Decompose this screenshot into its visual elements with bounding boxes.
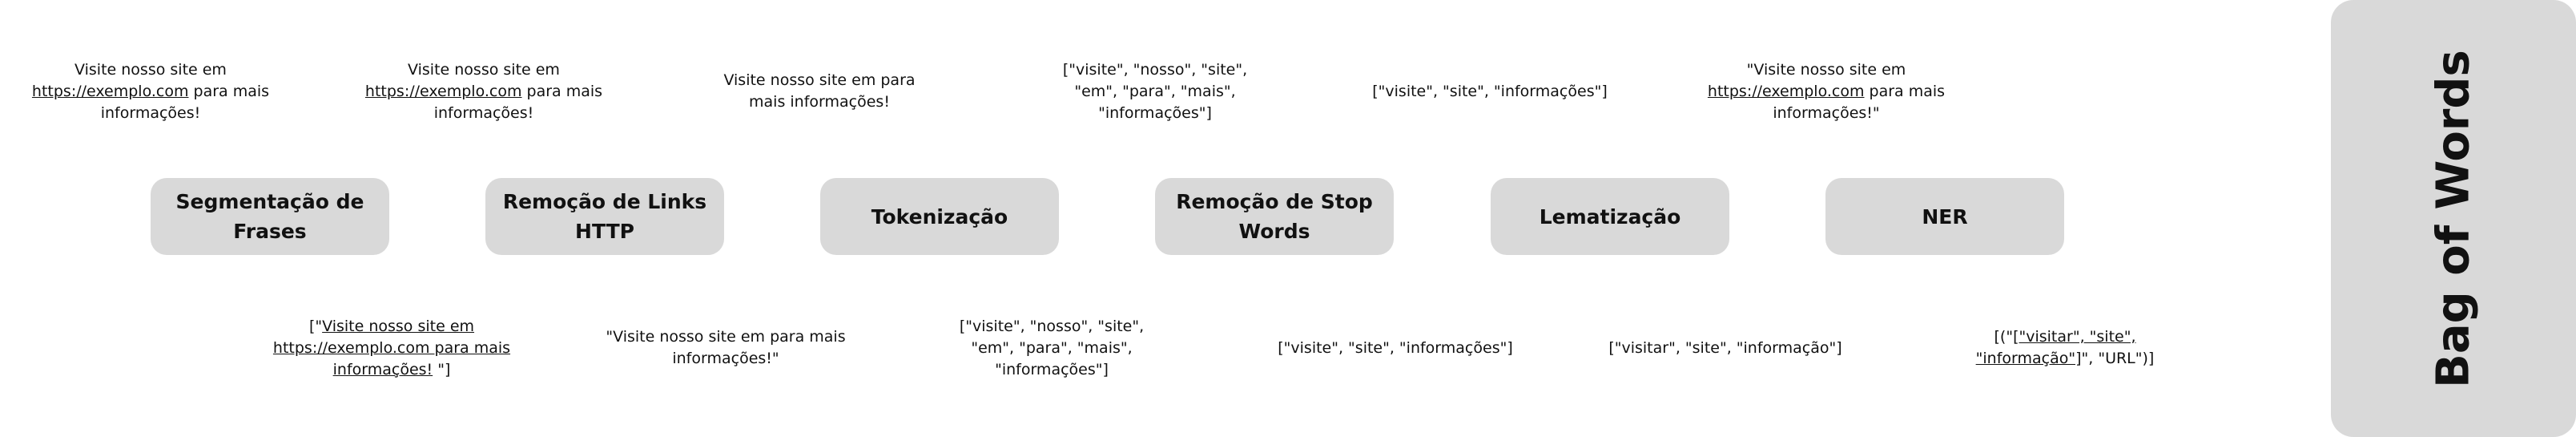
annotation-link-removal-output: "Visite nosso site em para mais informaç… bbox=[598, 314, 854, 382]
annotation-tokenization-input: Visite nosso site em para mais informaçõ… bbox=[691, 58, 948, 125]
annotation-text: ["visite", "site", "informações"] bbox=[1372, 82, 1608, 100]
annotation-text: "Visite nosso site em para mais informaç… bbox=[606, 328, 846, 367]
annotation-sentence-segmentation-output: ["Visite nosso site em https://exemplo.c… bbox=[264, 314, 519, 382]
annotation-ner-input: "Visite nosso site em https://exemplo.co… bbox=[1698, 58, 1954, 125]
step-label: Lematização bbox=[1539, 204, 1681, 229]
annotation-link[interactable]: ["visitar", "site", "informação"] bbox=[1975, 328, 2136, 367]
annotation-lemmatization-input: ["visite", "site", "informações"] bbox=[1362, 58, 1618, 125]
annotation-tokenization-output: ["visite", "nosso", "site", "em", "para"… bbox=[924, 314, 1180, 382]
annotation-link[interactable]: https://exemplo.com bbox=[364, 82, 522, 100]
annotation-text: para mais informações! bbox=[433, 82, 603, 122]
annotation-link[interactable]: Visite nosso site em https://exemplo.com… bbox=[272, 317, 511, 378]
annotation-text: para mais informações!" bbox=[1773, 82, 1946, 122]
annotation-link[interactable]: https://exemplo.com bbox=[31, 82, 189, 100]
step-label: Remoção de Stop Words bbox=[1176, 190, 1373, 243]
step-lemmatization: Lematização bbox=[1491, 178, 1729, 255]
step-http-link-removal: Remoção de Links HTTP bbox=[485, 178, 724, 255]
annotation-text: ["visite", "nosso", "site", "em", "para"… bbox=[1062, 60, 1248, 122]
annotation-stopword-removal-input: ["visite", "nosso", "site", "em", "para"… bbox=[1027, 58, 1283, 125]
step-label: Tokenização bbox=[871, 204, 1008, 229]
annotation-text: ["visite", "site", "informações"] bbox=[1278, 338, 1513, 357]
annotation-sentence-segmentation-input: Visite nosso site em https://exemplo.com… bbox=[22, 58, 279, 125]
step-sentence-segmentation: Segmentação de Frases bbox=[151, 178, 389, 255]
annotation-link-removal-input: Visite nosso site em https://exemplo.com… bbox=[356, 58, 612, 125]
annotation-text: "] bbox=[433, 360, 451, 378]
step-ner: NER bbox=[1825, 178, 2064, 255]
annotation-text: Visite nosso site em para mais informaçõ… bbox=[723, 71, 916, 111]
step-label: Remoção de Links HTTP bbox=[502, 190, 707, 243]
bag-of-words-label: Bag of Words bbox=[2427, 49, 2480, 388]
annotation-text: ["visite", "nosso", "site", "em", "para"… bbox=[959, 317, 1145, 378]
annotation-text: para mais informações! bbox=[100, 82, 270, 122]
annotation-text: ["visitar", "site", "informação"] bbox=[1608, 338, 1842, 357]
annotation-text: [(" bbox=[1994, 328, 2014, 346]
annotation-stopword-removal-output: ["visite", "site", "informações"] bbox=[1267, 314, 1523, 382]
step-stopword-removal: Remoção de Stop Words bbox=[1155, 178, 1394, 255]
annotation-text: ", "URL")] bbox=[2081, 350, 2155, 367]
annotation-link[interactable]: https://exemplo.com bbox=[1707, 82, 1865, 100]
annotation-text: Visite nosso site em bbox=[74, 60, 227, 79]
annotation-ner-output: [("["visitar", "site", "informação"]", "… bbox=[1937, 314, 2193, 382]
step-label: NER bbox=[1922, 204, 1968, 229]
step-label: Segmentação de Frases bbox=[175, 190, 364, 243]
annotation-text: "Visite nosso site em bbox=[1746, 60, 1906, 79]
annotation-text: [" bbox=[308, 317, 323, 335]
annotation-lemmatization-output: ["visitar", "site", "informação"] bbox=[1597, 314, 1854, 382]
bag-of-words-panel: Bag of Words bbox=[2331, 0, 2576, 437]
step-tokenization: Tokenização bbox=[820, 178, 1059, 255]
annotation-text: Visite nosso site em bbox=[408, 60, 560, 79]
